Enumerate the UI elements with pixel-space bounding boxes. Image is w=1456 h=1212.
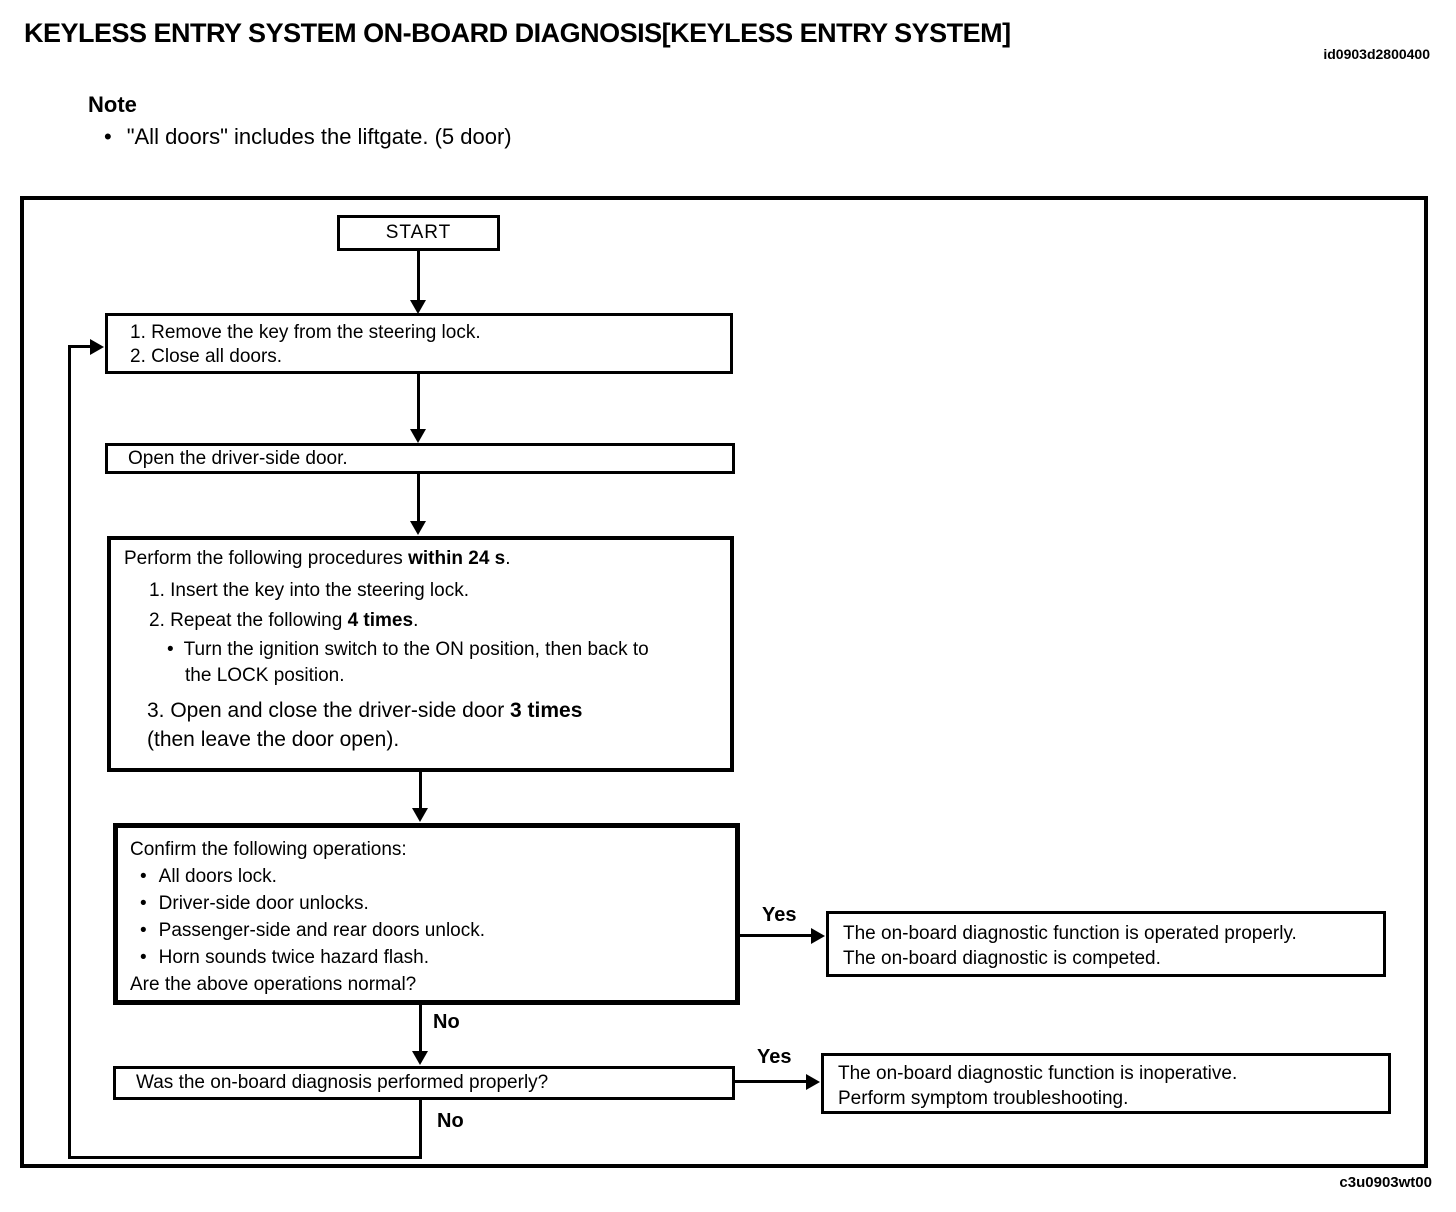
procedure-step-3-cont: (then leave the door open). (147, 728, 400, 751)
result-line: Perform symptom troubleshooting. (838, 1088, 1129, 1109)
connector-box3-to-box4 (419, 772, 422, 810)
procedure-step-2-sub-cont: the LOCK position. (185, 665, 345, 686)
confirm-bullet-text: Horn sounds twice hazard flash. (158, 947, 430, 968)
bullet-icon: • (140, 893, 147, 914)
step-box-procedures: Perform the following procedures within … (107, 536, 734, 772)
step-box-open-driver-door: Open the driver-side door. (105, 443, 735, 474)
page-title: KEYLESS ENTRY SYSTEM ON-BOARD DIAGNOSIS[… (24, 18, 1011, 48)
figure-code: c3u0903wt00 (1339, 1174, 1432, 1191)
confirm-heading: Confirm the following operations: (130, 839, 407, 860)
no-label: No (437, 1110, 464, 1132)
result-line: The on-board diagnostic is competed. (843, 948, 1161, 969)
bullet-icon: • (140, 866, 147, 887)
procedure-step-1: 1. Insert the key into the steering lock… (149, 580, 470, 601)
document-id: id0903d2800400 (1323, 46, 1430, 62)
start-label: START (385, 222, 452, 243)
procedure-intro: Perform the following procedures within … (124, 548, 730, 570)
connector-box1-to-box2 (417, 374, 420, 431)
intro-prefix: Perform the following procedures (124, 548, 409, 569)
procedure-step-2: 2. Repeat the following 4 times. (149, 610, 730, 632)
arrowhead-down-icon (412, 1051, 428, 1065)
yes-label: Yes (757, 1046, 792, 1068)
arrowhead-right-icon (806, 1074, 820, 1090)
step-line: 2. Close all doors. (130, 346, 283, 367)
loop-line-down (419, 1100, 422, 1159)
arrowhead-down-icon (412, 808, 428, 822)
step-line: Open the driver-side door. (128, 447, 348, 469)
connector-yes-to-result-ng (735, 1080, 807, 1083)
connector-yes-to-result-ok (740, 934, 812, 937)
sub-line: Turn the ignition switch to the ON posit… (183, 639, 649, 660)
confirm-bullet: • Passenger-side and rear doors unlock. (140, 917, 735, 944)
result-line: The on-board diagnostic function is inop… (838, 1063, 1238, 1084)
loop-line-into-box1 (68, 345, 92, 348)
intro-bold: within 24 s (408, 548, 506, 569)
step2-bold: 4 times (347, 610, 414, 631)
note-item: • "All doors" includes the liftgate. (5 … (104, 124, 512, 150)
intro-suffix: . (505, 548, 511, 569)
flowchart-start-box: START (337, 215, 500, 251)
result-line: The on-board diagnostic function is oper… (843, 923, 1297, 944)
arrowhead-down-icon (410, 300, 426, 314)
procedure-step-2-sub: • Turn the ignition switch to the ON posi… (167, 639, 730, 661)
decision-box-confirm-operations: Confirm the following operations: • All d… (113, 823, 740, 1005)
confirm-bullet-text: All doors lock. (158, 866, 277, 887)
connector-start-to-box1 (417, 251, 420, 302)
no-label: No (433, 1011, 460, 1033)
note-item-text: "All doors" includes the liftgate. (5 do… (126, 124, 512, 149)
confirm-bullet: • Driver-side door unlocks. (140, 890, 735, 917)
loop-line-bottom (68, 1156, 422, 1159)
procedure-step-3: 3. Open and close the driver-side door 3… (147, 699, 730, 723)
step2-suffix: . (413, 610, 419, 631)
result-box-ok: The on-board diagnostic function is oper… (826, 911, 1386, 977)
arrowhead-down-icon (410, 521, 426, 535)
step3-bold: 3 times (510, 699, 583, 722)
step2-prefix: 2. Repeat the following (149, 610, 348, 631)
bullet-icon: • (140, 947, 147, 968)
note-heading: Note (88, 92, 137, 117)
bullet-icon: • (104, 124, 112, 149)
confirm-question: Are the above operations normal? (130, 974, 417, 995)
arrowhead-right-icon (811, 928, 825, 944)
arrowhead-down-icon (410, 429, 426, 443)
decision-question: Was the on-board diagnosis performed pro… (136, 1072, 549, 1093)
confirm-bullet-text: Passenger-side and rear doors unlock. (158, 920, 486, 941)
step3-prefix: 3. Open and close the driver-side door (147, 699, 511, 722)
bullet-icon: • (167, 639, 174, 660)
step-box-remove-key: 1. Remove the key from the steering lock… (105, 313, 733, 374)
bullet-icon: • (140, 920, 147, 941)
connector-box4-to-box5 (419, 1005, 422, 1053)
arrowhead-right-icon (90, 339, 104, 355)
result-box-ng: The on-board diagnostic function is inop… (821, 1053, 1391, 1114)
step-line: 1. Remove the key from the steering lock… (130, 322, 481, 343)
connector-box2-to-box3 (417, 474, 420, 523)
confirm-bullet: • All doors lock. (140, 863, 735, 890)
confirm-bullet: • Horn sounds twice hazard flash. (140, 944, 735, 971)
loop-line-left (68, 345, 71, 1159)
yes-label: Yes (762, 904, 797, 926)
decision-box-diagnosis-performed: Was the on-board diagnosis performed pro… (113, 1066, 735, 1100)
confirm-bullet-text: Driver-side door unlocks. (158, 893, 369, 914)
